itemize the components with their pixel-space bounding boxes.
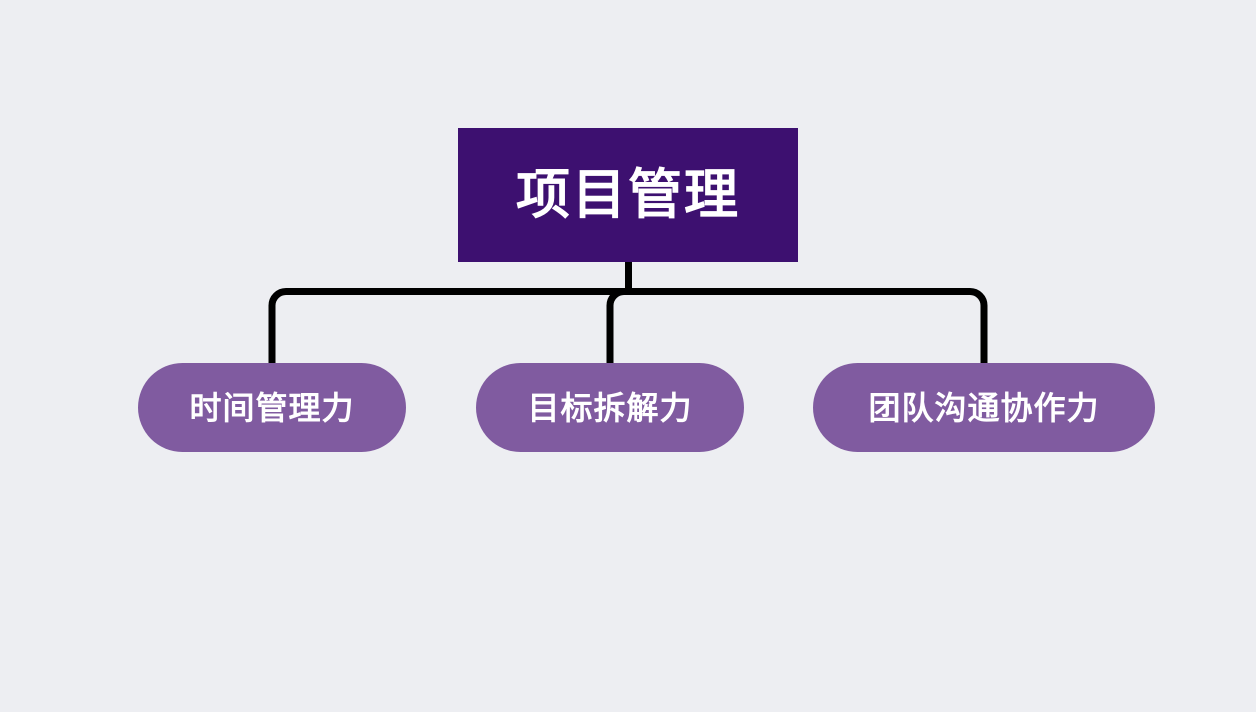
mindmap-root-label: 项目管理	[516, 165, 740, 225]
mindmap-root-node[interactable]: 项目管理	[458, 128, 798, 262]
mindmap-child-node-goal-breakdown[interactable]: 目标拆解力	[476, 363, 744, 452]
connector-bus-left	[268, 288, 629, 366]
mindmap-child-node-team-collaboration[interactable]: 团队沟通协作力	[813, 363, 1155, 452]
mindmap-child-label: 时间管理力	[189, 389, 355, 426]
mindmap-child-label: 目标拆解力	[527, 389, 693, 426]
mindmap-child-label: 团队沟通协作力	[868, 389, 1100, 426]
connector-drop-middle	[606, 288, 625, 366]
connector-bus-right	[628, 288, 988, 366]
mindmap-child-node-time-management[interactable]: 时间管理力	[138, 363, 406, 452]
